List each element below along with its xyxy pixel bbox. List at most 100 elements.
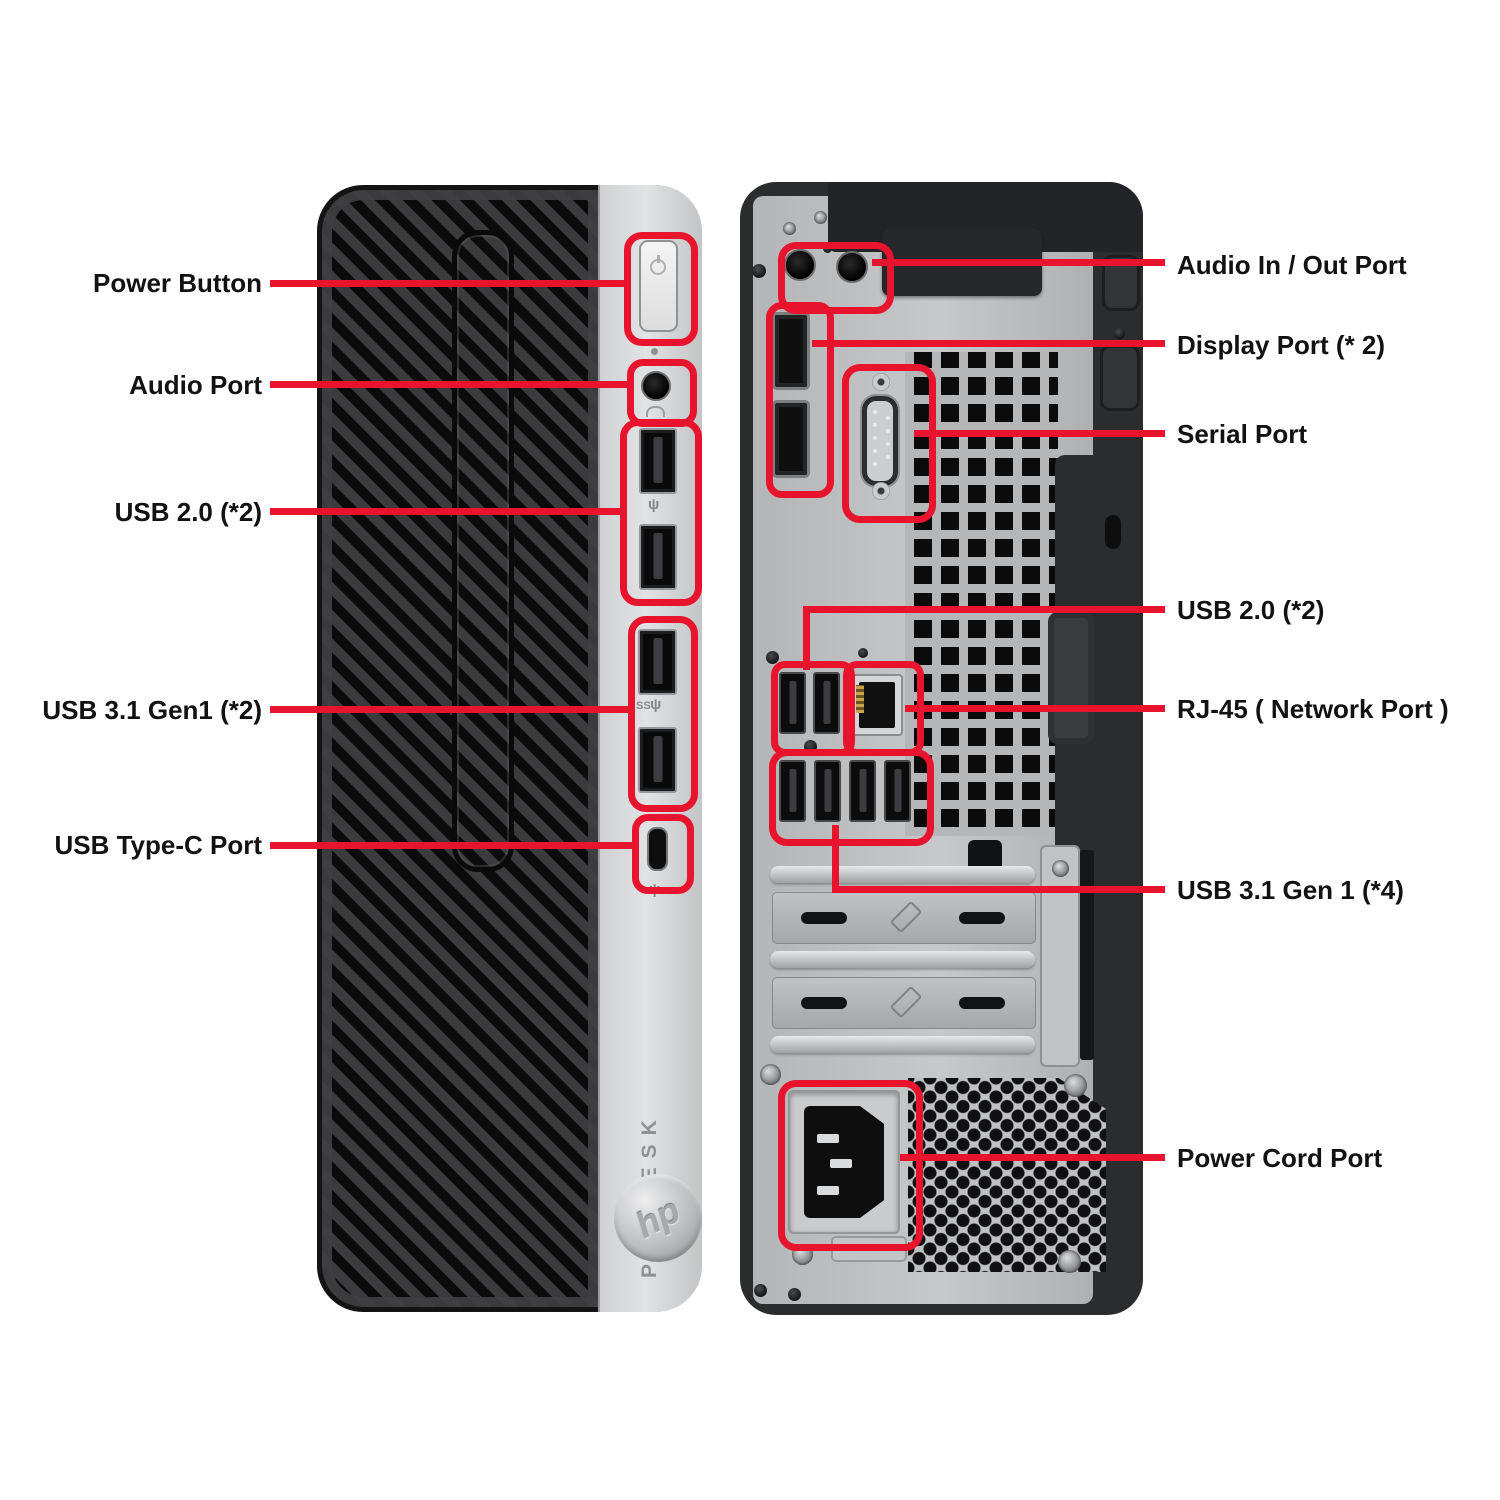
- callout-label-front-audio: Audio Port: [129, 370, 262, 400]
- slot-rail: [770, 951, 1035, 968]
- callout-box-back-usb31: [769, 749, 934, 846]
- callout-label-back-usb31: USB 3.1 Gen 1 (*4): [1177, 875, 1404, 905]
- screw: [1058, 1250, 1081, 1273]
- power-inlet-recess: [788, 1090, 900, 1234]
- slot-hole: [959, 997, 1005, 1009]
- callout-label-power-button: Power Button: [93, 268, 262, 298]
- superspeed-usb-icon: SS: [636, 700, 651, 712]
- screw: [1052, 860, 1069, 877]
- psu-vent: [908, 1078, 1106, 1272]
- front-usb2-port-2: [639, 524, 677, 590]
- serial-screw-post: [872, 482, 890, 500]
- card-retention-latch: [1048, 612, 1094, 744]
- usb-icon: ψ: [650, 696, 662, 713]
- callout-box-front-audio: [627, 359, 697, 427]
- inlet-prong-slot: [817, 1134, 839, 1143]
- serial-pin: [873, 410, 877, 414]
- callout-label-power-cord: Power Cord Port: [1177, 1143, 1383, 1173]
- frame-recess: [1100, 345, 1140, 411]
- callout-line-power-cord: [900, 1154, 1165, 1161]
- callout-line-usb-c: [270, 842, 638, 849]
- screw: [788, 1288, 801, 1301]
- callout-label-audio-in-out: Audio In / Out Port: [1177, 250, 1407, 280]
- power-icon-stem: [657, 255, 660, 263]
- displayport-1: [772, 312, 810, 390]
- audio-out-jack: [836, 251, 868, 283]
- rj45-opening: [859, 682, 895, 728]
- slot-hole: [801, 912, 847, 924]
- displayport-2: [772, 400, 810, 478]
- callout-box-power-button: [624, 232, 698, 346]
- screwdriver-mark: [889, 985, 923, 1019]
- rj45-pins: [856, 685, 864, 713]
- callout-label-usb-c: USB Type-C Port: [54, 830, 262, 860]
- lock-slot: [1105, 515, 1121, 549]
- screw: [754, 1284, 767, 1297]
- callout-box-power-cord: [778, 1080, 923, 1251]
- callout-line-displayport: [812, 340, 1165, 347]
- front-port-strip: ψ SS ψ ψ PRODESK hp: [598, 185, 702, 1312]
- callout-box-front-usb2: [620, 419, 702, 606]
- callout-line-audio-in-out: [872, 259, 1165, 266]
- screw: [1064, 1074, 1087, 1097]
- expansion-slot-cover-1: [772, 892, 1036, 944]
- callout-line-back-usb31: [832, 886, 1165, 893]
- inlet-prong-slot: [817, 1186, 839, 1195]
- callout-elbow-back-usb2: [803, 606, 810, 670]
- serial-pin: [886, 455, 890, 459]
- serial-pin: [886, 416, 890, 420]
- back-usb2-port-2: [813, 672, 840, 734]
- slot-hole: [959, 912, 1005, 924]
- callout-label-front-usb31: USB 3.1 Gen1 (*2): [42, 695, 262, 725]
- callout-label-front-usb2: USB 2.0 (*2): [114, 497, 262, 527]
- screwdriver-mark: [889, 900, 923, 934]
- callout-line-front-usb31: [270, 706, 634, 713]
- callout-box-serial: [842, 364, 936, 523]
- front-usb31-port-1: [638, 629, 677, 695]
- screw: [1114, 328, 1125, 339]
- screw: [766, 651, 779, 664]
- callout-box-audio-in-out: [778, 242, 894, 314]
- callout-line-back-usb2: [803, 606, 1165, 613]
- callout-line-serial: [914, 430, 1165, 437]
- screw: [858, 648, 868, 658]
- hp-logo: hp: [614, 1174, 702, 1262]
- back-usb2-port-1: [779, 672, 806, 734]
- callout-line-front-audio: [270, 381, 633, 388]
- screw: [752, 264, 766, 278]
- serial-pin: [873, 423, 877, 427]
- front-bezel-groove: [452, 230, 514, 872]
- serial-pin: [873, 462, 877, 466]
- back-usb31-port-3: [849, 760, 876, 822]
- callout-box-usb-c: [632, 814, 694, 894]
- front-usb31-port-2: [638, 727, 677, 793]
- front-usb2-port-1: [639, 428, 677, 494]
- serial-pin: [886, 442, 890, 446]
- rj45-port: [851, 674, 903, 736]
- usb-icon: ψ: [648, 496, 660, 513]
- slot-rail: [770, 1036, 1035, 1053]
- front-audio-jack: [641, 371, 671, 401]
- screw: [760, 1064, 781, 1085]
- callout-line-power-button: [270, 280, 630, 287]
- callout-label-rj45: RJ-45 ( Network Port ): [1177, 694, 1449, 724]
- callout-label-displayport: Display Port (* 2): [1177, 330, 1386, 360]
- serial-pin: [873, 449, 877, 453]
- slot-rail: [770, 866, 1035, 883]
- front-usb-c-port: [647, 827, 668, 871]
- serial-port: [862, 396, 898, 486]
- callout-label-back-usb2: USB 2.0 (*2): [1177, 595, 1325, 625]
- serial-screw-post: [872, 373, 890, 391]
- back-usb31-port-2: [814, 760, 841, 822]
- expansion-slot-cover-2: [772, 977, 1036, 1029]
- front-bezel-stripes: [322, 190, 598, 1307]
- inlet-prong-slot: [830, 1159, 852, 1168]
- headset-icon: [646, 406, 665, 417]
- callout-elbow-back-usb31: [832, 825, 839, 893]
- slot-hole: [801, 997, 847, 1009]
- screw: [814, 211, 827, 224]
- serial-pin: [886, 429, 890, 433]
- callout-label-serial: Serial Port: [1177, 419, 1308, 449]
- back-usb31-port-1: [779, 760, 806, 822]
